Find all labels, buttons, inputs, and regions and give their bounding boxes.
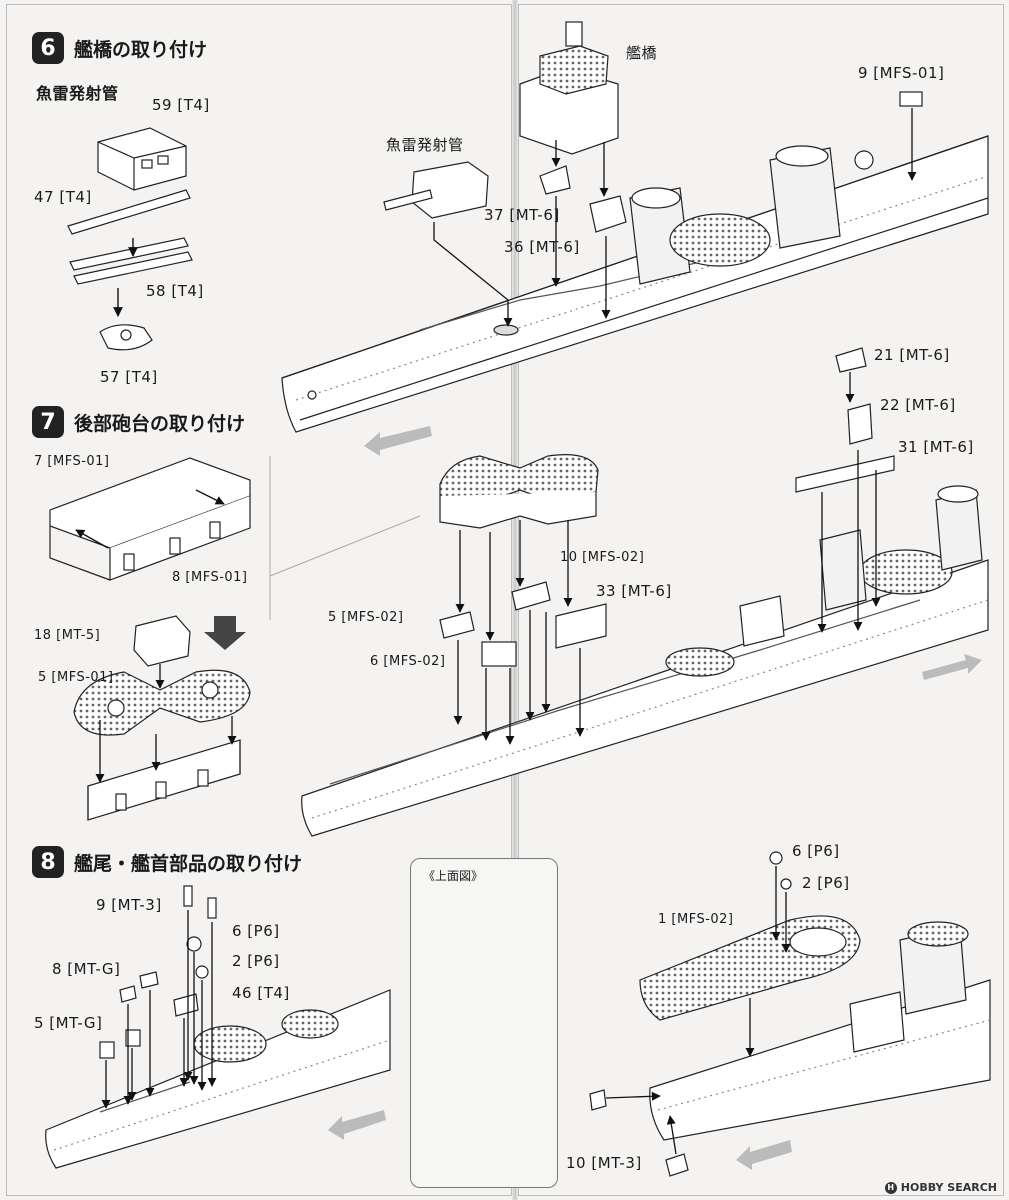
rear-small-parts <box>439 347 895 667</box>
part-label-46-t4: 46 [T4] <box>232 984 290 1002</box>
watermark: H HOBBY SEARCH <box>884 1181 997 1194</box>
part-label-1-mfs02: 1 [MFS-02] <box>658 912 734 927</box>
part-label-10-mfs02: 10 [MFS-02] <box>560 550 645 565</box>
step6-arrows <box>433 108 917 327</box>
part-label-33-mt6: 33 [MT-6] <box>596 582 672 600</box>
step7-arrows <box>453 372 881 745</box>
part-label-5-mtg: 5 [MT-G] <box>34 1014 103 1032</box>
part-label-6-p6-right: 6 [P6] <box>792 842 840 860</box>
part-label-2-p6-right: 2 [P6] <box>802 874 850 892</box>
torpedo-section-heading: 魚雷発射管 <box>36 84 119 103</box>
step-6-header: 6 艦橋の取り付け <box>32 32 207 64</box>
torpedo-tube-assembly <box>67 127 193 351</box>
step-6-badge: 6 <box>32 32 64 64</box>
bridge-label: 艦橋 <box>626 44 658 62</box>
stern-small-parts <box>589 851 792 1177</box>
down-arrow <box>204 616 246 650</box>
part-label-21-mt6: 21 [MT-6] <box>874 346 950 364</box>
direction-arrow-left-1 <box>364 426 432 456</box>
bridge-small-parts <box>539 91 923 233</box>
gun-platform-assembly <box>73 615 251 821</box>
forecastle-deck-part <box>639 915 861 1021</box>
callout-lines <box>269 456 421 620</box>
part-label-7-mfs01: 7 [MFS-01] <box>34 454 110 469</box>
hull-step6 <box>281 135 989 433</box>
step-6-title: 艦橋の取り付け <box>74 38 208 61</box>
left-page-border <box>6 4 512 1196</box>
part-label-47: 47 [T4] <box>34 188 92 206</box>
part-label-9-mfs01: 9 [MFS-01] <box>858 64 945 82</box>
step-8-title: 艦尾・艦首部品の取り付け <box>74 852 303 875</box>
part-label-10-mt3: 10 [MT-3] <box>566 1154 642 1172</box>
bow-arrows <box>101 910 217 1109</box>
platform-frame-assembly <box>49 457 251 581</box>
part-label-2-p6-left: 2 [P6] <box>232 952 280 970</box>
part-label-58: 58 [T4] <box>146 282 204 300</box>
part-label-6-p6-left: 6 [P6] <box>232 922 280 940</box>
part-label-8-mfs01: 8 [MFS-01] <box>172 570 248 585</box>
part-label-37: 37 [MT-6] <box>484 206 560 224</box>
step-8-badge: 8 <box>32 846 64 878</box>
part-label-5-mfs02: 5 [MFS-02] <box>328 610 404 625</box>
direction-arrow-left-3 <box>736 1140 792 1170</box>
platform-arrows <box>95 664 237 783</box>
step-7-header: 7 後部砲台の取り付け <box>32 406 245 438</box>
hull-step8-right <box>649 921 991 1141</box>
torpedo-deck-label: 魚雷発射管 <box>386 136 464 154</box>
step-8-header: 8 艦尾・艦首部品の取り付け <box>32 846 302 878</box>
part-label-59: 59 [T4] <box>152 96 210 114</box>
part-label-6-mfs02: 6 [MFS-02] <box>370 654 446 669</box>
bridge-part <box>519 21 619 155</box>
step-7-badge: 7 <box>32 406 64 438</box>
step-7-title: 後部砲台の取り付け <box>74 412 246 435</box>
part-label-36: 36 [MT-6] <box>504 238 580 256</box>
stern-arrows <box>605 866 791 1155</box>
bow-small-parts <box>99 885 217 1059</box>
torpedo-step-arrows <box>113 238 138 317</box>
hull-step7 <box>301 485 989 837</box>
top-view-caption: 《上面図》 <box>423 869 484 883</box>
hobby-search-logo-icon: H <box>884 1181 897 1194</box>
rear-platform-part <box>439 454 599 529</box>
frame-arrows <box>75 489 225 549</box>
part-label-31-mt6: 31 [MT-6] <box>898 438 974 456</box>
part-label-9-mt3: 9 [MT-3] <box>96 896 162 914</box>
part-label-18-mt5: 18 [MT-5] <box>34 628 101 643</box>
part-label-5-mfs01: 5 [MFS-01] <box>38 670 114 685</box>
torpedo-mount-on-deck <box>383 161 489 219</box>
top-view-panel: 《上面図》 <box>410 858 558 1188</box>
watermark-text: HOBBY SEARCH <box>900 1181 997 1194</box>
part-label-8-mtg: 8 [MT-G] <box>52 960 121 978</box>
part-label-57: 57 [T4] <box>100 368 158 386</box>
part-label-22-mt6: 22 [MT-6] <box>880 396 956 414</box>
direction-arrow-left-2 <box>328 1110 386 1140</box>
direction-arrow-right <box>922 654 982 680</box>
